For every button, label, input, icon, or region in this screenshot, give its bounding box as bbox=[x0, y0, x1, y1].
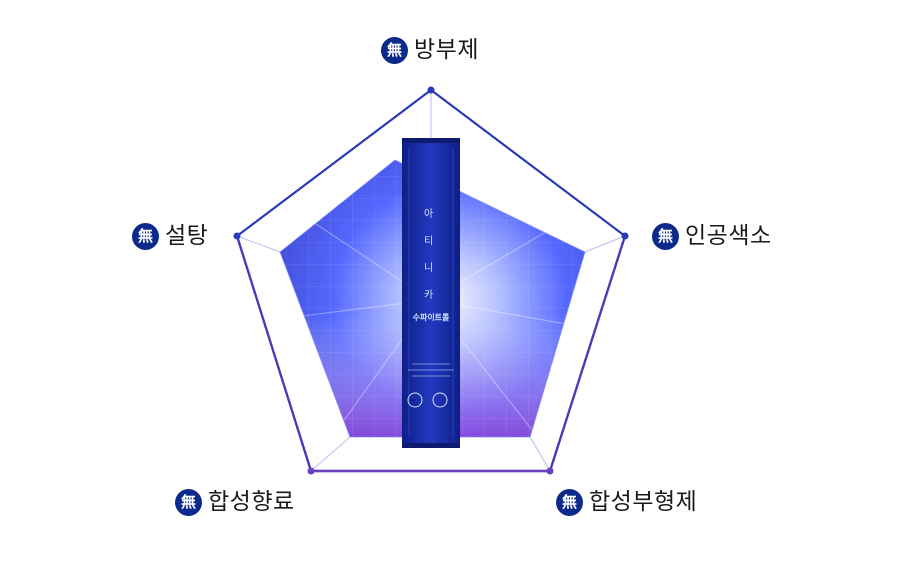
product-brand: 수파이트롤 bbox=[412, 313, 450, 322]
label-artificial-color: 無 인공색소 bbox=[652, 220, 772, 252]
label-text: 설탕 bbox=[165, 223, 209, 249]
label-text: 합성향료 bbox=[208, 489, 295, 515]
radar-vertices bbox=[233, 86, 629, 475]
label-preservative: 無 방부제 bbox=[381, 34, 479, 66]
product-name-char: 티 bbox=[424, 236, 434, 247]
product-stick bbox=[402, 138, 460, 448]
label-text: 인공색소 bbox=[685, 223, 772, 249]
no-additive-badge-icon: 無 bbox=[175, 488, 202, 516]
label-synthetic-flavor: 無 합성향료 bbox=[175, 486, 295, 518]
label-text: 합성부형제 bbox=[589, 489, 698, 515]
product-name-char: 아 bbox=[424, 209, 434, 220]
no-additive-badge-icon: 無 bbox=[652, 222, 679, 250]
no-additive-badge-icon: 無 bbox=[556, 488, 583, 516]
product-name-char: 니 bbox=[424, 263, 434, 274]
label-sugar: 無 설탕 bbox=[132, 220, 208, 252]
no-additive-badge-icon: 無 bbox=[381, 36, 408, 64]
product-name-char: 카 bbox=[424, 290, 434, 301]
label-synthetic-excipient: 無 합성부형제 bbox=[556, 486, 697, 518]
label-text: 방부제 bbox=[414, 37, 479, 63]
radar-axes bbox=[236, 90, 626, 472]
no-additive-badge-icon: 無 bbox=[132, 222, 159, 250]
